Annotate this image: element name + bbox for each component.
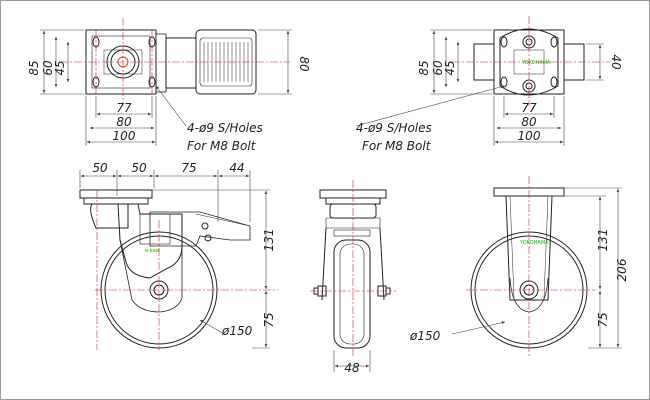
side-view-fixed: YOKOHAMA 206 131 75 ø150 <box>409 176 629 358</box>
centerlines-top-brake <box>60 18 290 106</box>
brand-mark-side-brake: e-kaw <box>145 248 160 254</box>
dimension-labels-top-brake: 85 60 45 80 77 80 100 4-ø9 S/Holes For M… <box>27 56 311 153</box>
dim-80f-label: 80 <box>521 115 537 129</box>
dim-60-label: 60 <box>41 60 55 76</box>
dim-dia150-label: ø150 <box>221 324 253 338</box>
centerlines-top-fixed <box>452 16 610 106</box>
brand-mark-side-fixed: YOKOHAMA <box>519 240 549 246</box>
dim-206-label: 206 <box>615 258 629 281</box>
dim-131f-label: 131 <box>596 229 610 252</box>
dim-85f-label: 85 <box>417 60 431 75</box>
dimension-labels-side-brake: 50 50 75 44 131 75 ø150 <box>92 161 276 338</box>
dim-77f-label: 77 <box>521 101 537 115</box>
centerlines-side-brake <box>95 190 278 350</box>
dim-80-label: 80 <box>297 56 311 72</box>
centerlines-front <box>310 180 396 356</box>
hole-note-line1: 4-ø9 S/Holes <box>187 121 263 135</box>
dimension-lines-top-brake <box>40 29 292 146</box>
dim-45f-label: 45 <box>443 60 457 75</box>
dim-131-label: 131 <box>262 229 276 252</box>
dim-85-label: 85 <box>27 60 41 75</box>
dim-44-label: 44 <box>229 161 244 175</box>
dimension-lines-front <box>333 350 371 372</box>
dim-dia150f-label: ø150 <box>409 329 441 343</box>
dim-75h-label: 75 <box>262 312 276 327</box>
dim-80w-label: 80 <box>116 115 132 129</box>
front-view: 48 <box>310 180 396 375</box>
dim-40f-label: 40 <box>609 54 623 70</box>
dimension-labels-side-fixed: 206 131 75 ø150 <box>409 229 629 343</box>
top-view-brake: 85 60 45 80 77 80 100 4-ø9 S/Holes For M… <box>27 18 311 153</box>
side-view-brake: e-kaw <box>79 161 278 350</box>
centerlines-side-fixed <box>466 176 596 358</box>
dim-75f-label: 75 <box>596 312 610 327</box>
dim-50b-label: 50 <box>131 161 147 175</box>
dim-45-label: 45 <box>53 60 67 75</box>
dimension-labels-top-fixed: 85 60 45 40 77 80 100 4-ø9 S/Holes For M… <box>356 54 623 153</box>
top-view-fixed: YOKOHAMA <box>355 16 623 153</box>
dim-60f-label: 60 <box>431 60 445 76</box>
brand-mark-top-fixed: YOKOHAMA <box>521 60 551 66</box>
dim-50a-label: 50 <box>92 161 108 175</box>
dimension-lines-top-fixed <box>355 29 604 146</box>
front-caster-body <box>313 189 391 349</box>
hole-note-fixed-line1: 4-ø9 S/Holes <box>356 121 432 135</box>
dim-48-label: 48 <box>344 361 360 375</box>
dim-100-label: 100 <box>113 129 136 143</box>
dimension-lines-side-fixed <box>451 187 622 349</box>
dim-75-label: 75 <box>181 161 196 175</box>
hole-note-line2: For M8 Bolt <box>187 139 257 153</box>
hole-note-fixed-line2: For M8 Bolt <box>362 139 432 153</box>
dimension-lines-side-brake <box>79 170 270 349</box>
dim-77-label: 77 <box>116 101 132 115</box>
dim-100f-label: 100 <box>518 129 541 143</box>
